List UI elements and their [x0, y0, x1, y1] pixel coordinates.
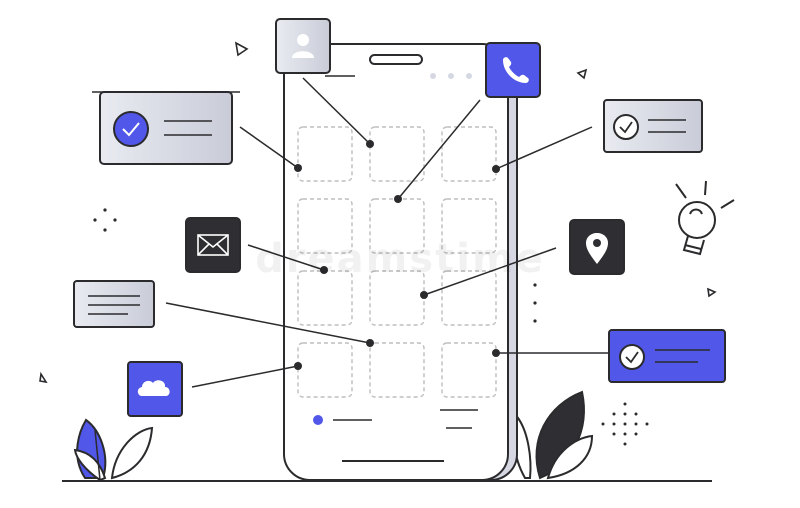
- status-dot-2: [448, 73, 454, 79]
- phone-speaker: [369, 54, 423, 65]
- app-tile-placeholder: [441, 270, 497, 326]
- cloud-tile: [127, 361, 183, 417]
- app-tile-placeholder: [297, 126, 353, 182]
- user-tile: [275, 18, 331, 74]
- phone-icon: [503, 57, 529, 83]
- watermark: dreamstime: [255, 236, 545, 282]
- phone-tile: [485, 42, 541, 98]
- decor-dots: [93, 208, 537, 323]
- user-icon: [292, 34, 314, 58]
- plant-left: [73, 418, 154, 482]
- decor-dot: [612, 412, 616, 416]
- decor-dot: [623, 422, 627, 426]
- app-tile-placeholder: [369, 342, 425, 398]
- check-card-right: [603, 99, 703, 153]
- check-circle-icon: [113, 111, 149, 147]
- decor-dot: [601, 422, 605, 426]
- lightbulb-icon: [675, 180, 735, 256]
- app-tile-placeholder: [441, 198, 497, 254]
- app-tile-placeholder: [441, 126, 497, 182]
- check-circle-icon: [613, 114, 639, 140]
- check-circle-icon: [619, 344, 645, 370]
- decor-dot: [623, 432, 627, 436]
- decor-dot: [612, 432, 616, 436]
- envelope-icon: [197, 234, 229, 256]
- check-card-left: [92, 91, 240, 165]
- decor-dot: [623, 442, 627, 446]
- cloud-icon: [137, 380, 170, 396]
- decor-dot: [634, 412, 638, 416]
- mail-tile: [185, 217, 241, 273]
- plant-right: [513, 390, 594, 480]
- map-pin-icon: [586, 233, 608, 264]
- decor-dot: [634, 422, 638, 426]
- decor-dot: [623, 402, 627, 406]
- app-tile-placeholder: [441, 342, 497, 398]
- decor-dot: [645, 422, 649, 426]
- status-dot-3: [466, 73, 472, 79]
- decor-dot: [612, 422, 616, 426]
- phone-body: [283, 43, 509, 481]
- decor-dot: [634, 432, 638, 436]
- message-card: [73, 280, 155, 328]
- decor-triangles: [39, 41, 717, 384]
- location-tile: [569, 219, 625, 275]
- check-card-bottom: [608, 329, 726, 383]
- decor-dot: [623, 412, 627, 416]
- connector-dots: [294, 140, 500, 370]
- home-dot: [313, 415, 323, 425]
- connector-lines: [165, 77, 608, 388]
- decor-dot-grid: [601, 402, 649, 446]
- status-dot-1: [430, 73, 436, 79]
- app-tile-placeholder: [297, 198, 353, 254]
- app-tile-placeholder: [369, 126, 425, 182]
